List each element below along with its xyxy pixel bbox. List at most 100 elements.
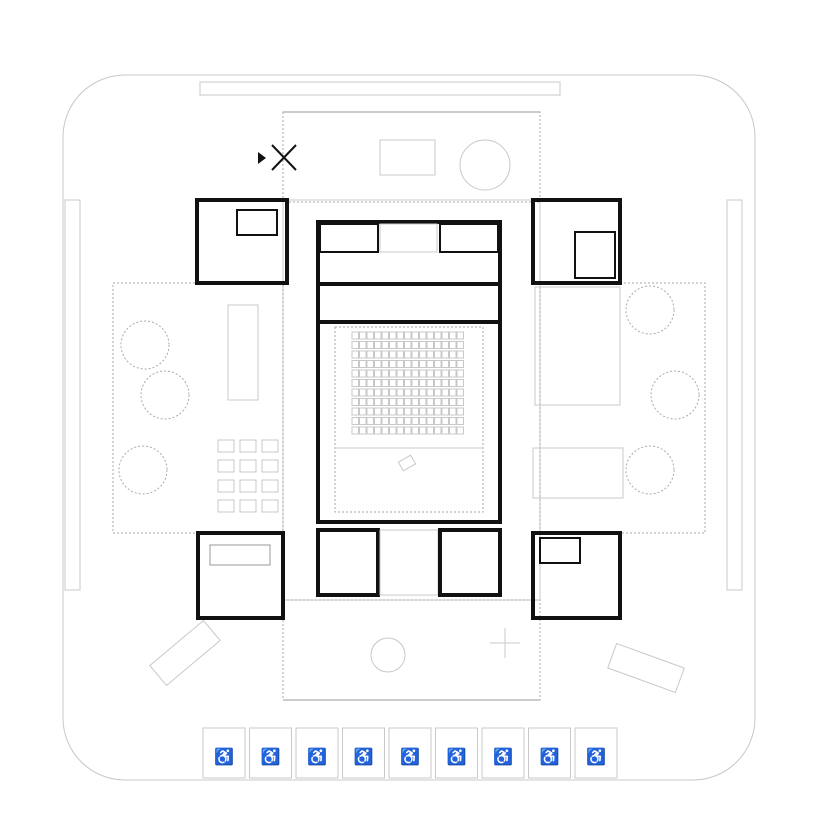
seat [374,417,382,425]
seat [404,341,412,349]
seat [359,350,367,359]
seat [351,379,359,387]
seat [411,417,419,425]
table [239,439,257,453]
truck [607,642,685,694]
seat [389,426,397,435]
entrance-door-icon [258,144,297,171]
seat [434,379,442,387]
south-pavilion [282,599,541,701]
seat [359,388,367,397]
seat [359,407,367,416]
seat [374,426,382,435]
seat [434,350,442,359]
seat [456,426,464,435]
seat [351,369,359,378]
stair-core-se [531,531,622,620]
seat [366,350,374,359]
seat [396,360,404,368]
wheelchair-icon: ♿ [493,747,513,766]
seat [381,331,389,340]
seat [456,341,464,349]
parking-row: ♿♿♿♿♿♿♿♿♿ [202,727,618,779]
seat [396,398,404,406]
seat [449,341,457,349]
seat [359,398,367,406]
wheelchair-icon: ♿ [214,747,234,766]
seat [441,350,449,359]
seat [366,388,374,397]
seat [434,407,442,416]
seat [441,369,449,378]
auditorium-seating [351,331,464,435]
central-hall [316,220,502,524]
seat [351,417,359,425]
seat [389,341,397,349]
truck [149,619,221,687]
room-ne [574,231,616,279]
seat [449,360,457,368]
seat [389,360,397,368]
seat [449,379,457,387]
seat [456,398,464,406]
cafe-east [532,447,624,499]
seat [396,379,404,387]
seat [411,369,419,378]
seat [419,388,427,397]
seat [404,388,412,397]
seat [389,369,397,378]
stair-core-ne [531,198,622,285]
seat [366,398,374,406]
seat [456,360,464,368]
wheelchair-icon: ♿ [261,747,281,766]
seat [366,360,374,368]
seat [404,398,412,406]
seat [351,350,359,359]
seat [359,426,367,435]
counter-sw [209,544,271,566]
tree-cluster [120,320,170,370]
seat [359,331,367,340]
seat [419,350,427,359]
wheelchair-icon: ♿ [400,747,420,766]
seat [351,407,359,416]
cafe-tables [217,439,279,513]
seat [396,331,404,340]
seat [359,379,367,387]
wheelchair-icon: ♿ [586,747,606,766]
seat [426,350,434,359]
seat [411,350,419,359]
parking-space [249,727,292,779]
seat [381,350,389,359]
seat [426,331,434,340]
table [261,459,279,473]
bottom-room-mid [379,529,439,596]
seat [381,388,389,397]
seat [419,398,427,406]
north-pavilion [282,111,541,203]
wheelchair-icon: ♿ [354,747,374,766]
seat [449,417,457,425]
seat [441,388,449,397]
seat [456,331,464,340]
seat [389,417,397,425]
tree-cluster [118,445,168,495]
seat [449,398,457,406]
seat [374,331,382,340]
seat [366,341,374,349]
parking-space [574,727,618,779]
parking-space [342,727,385,779]
seat [374,350,382,359]
seat [351,398,359,406]
seat [359,341,367,349]
seat [374,369,382,378]
seat [396,341,404,349]
table [239,459,257,473]
north-strip [199,81,561,96]
parking-space [202,727,246,779]
seat [441,407,449,416]
parking-space [481,727,525,779]
seat [434,369,442,378]
seat [426,398,434,406]
